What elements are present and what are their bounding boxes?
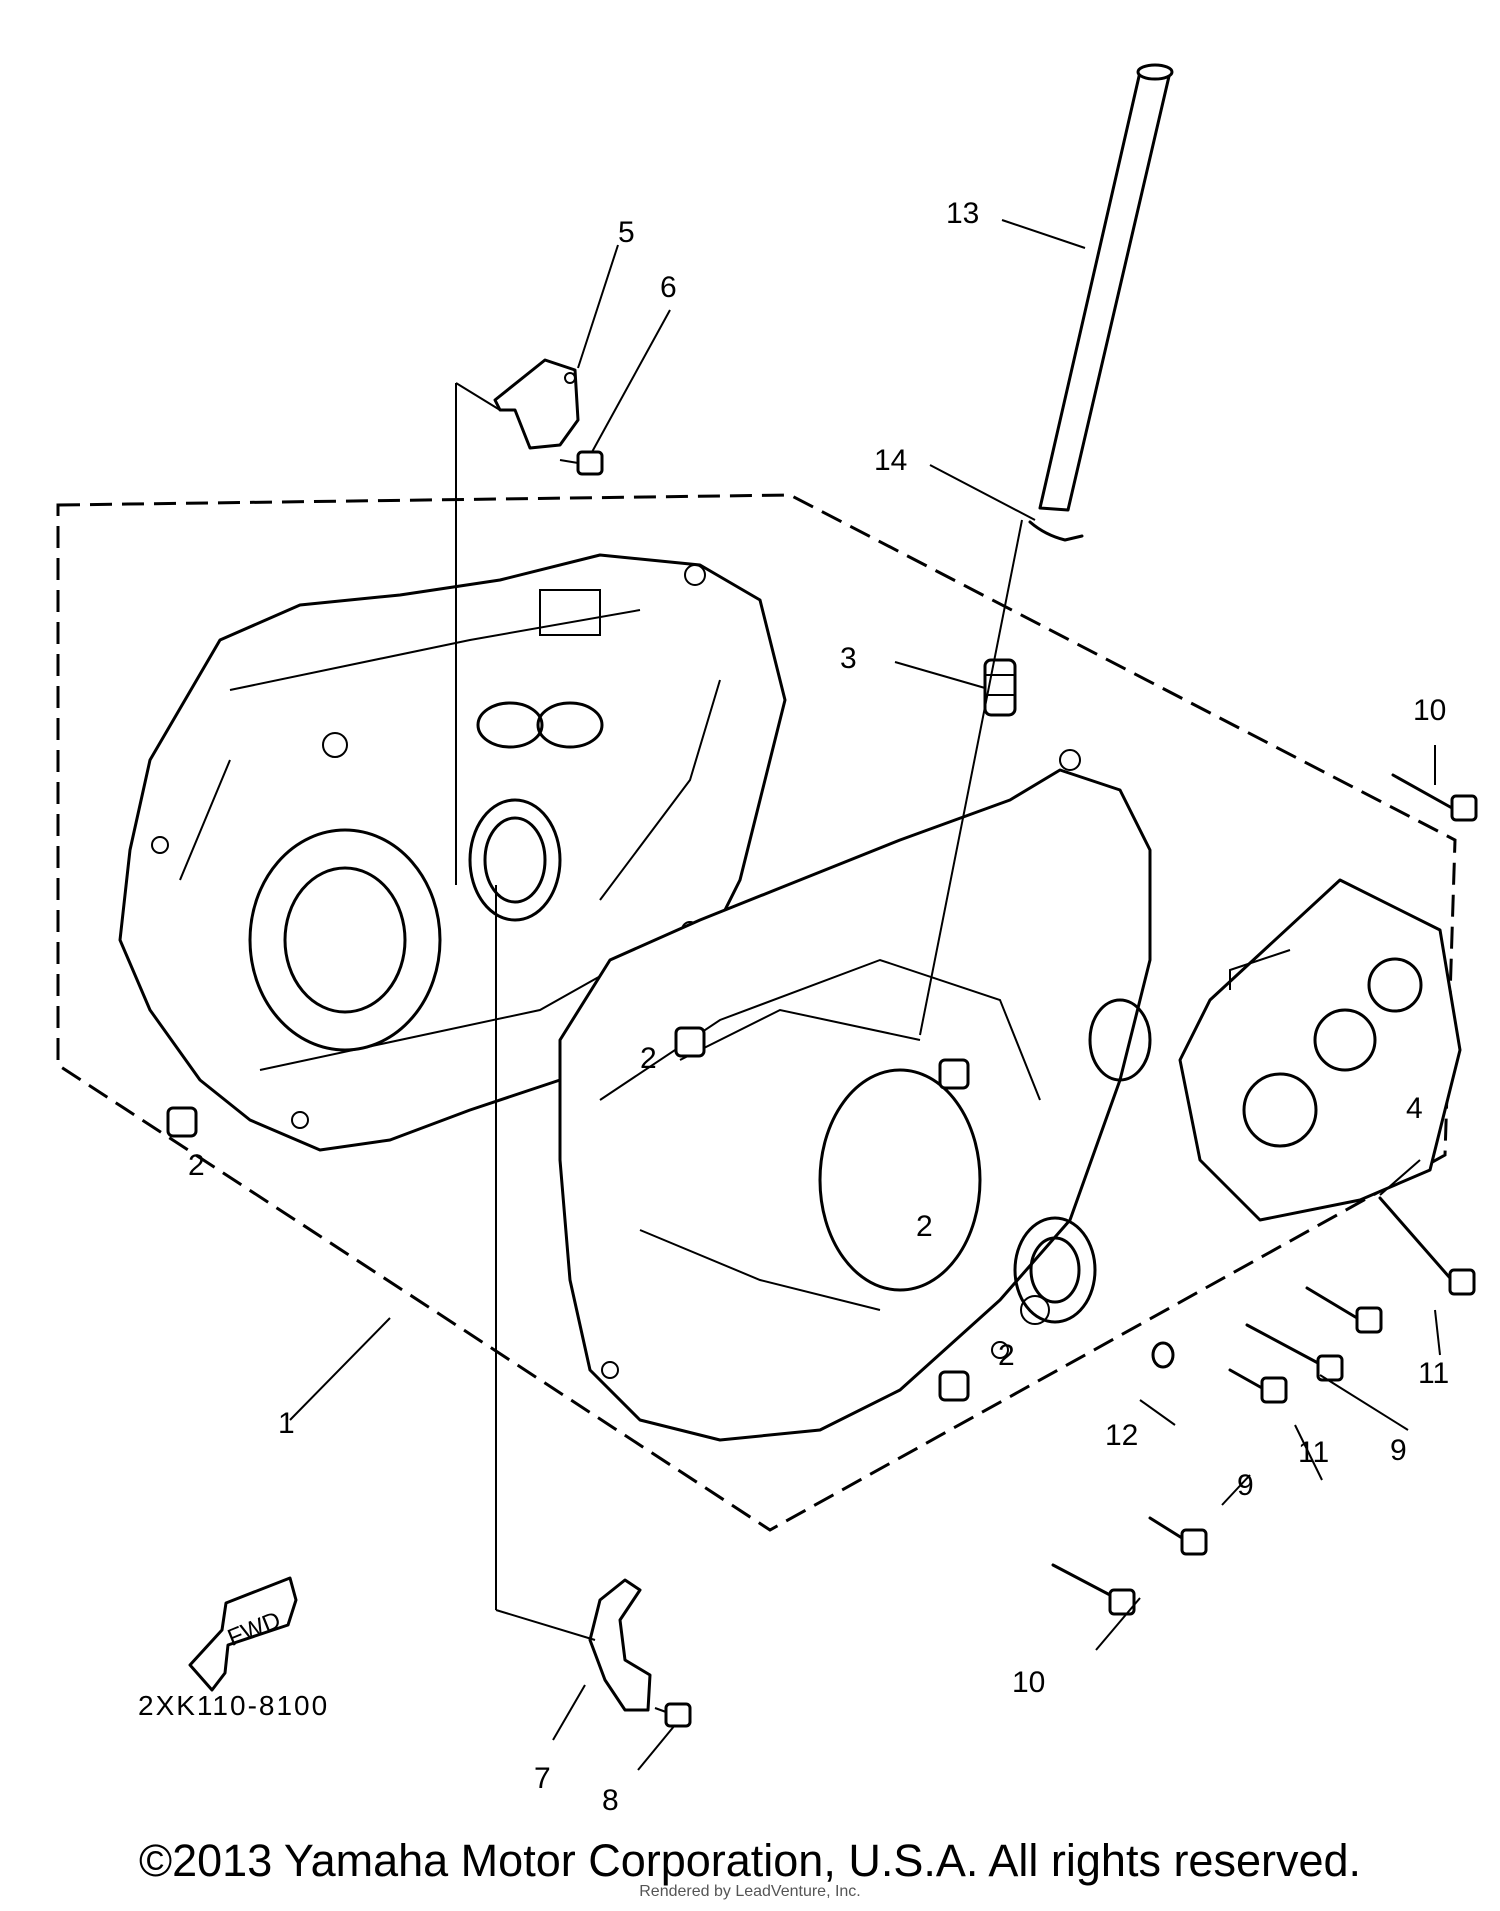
leader-lines <box>289 219 1441 1771</box>
clip <box>1028 520 1084 542</box>
crankcase-cover <box>1178 878 1462 1222</box>
assembly-boundary <box>56 493 1457 1532</box>
callout-10: 10 <box>1012 1666 1045 1699</box>
callout-10: 10 <box>1413 694 1446 727</box>
callout-11: 11 <box>1298 1436 1329 1469</box>
washer <box>1151 1341 1175 1369</box>
copyright-notice: ©2013 Yamaha Motor Corporation, U.S.A. A… <box>138 1835 1362 1886</box>
callout-3: 3 <box>840 642 857 675</box>
callout-5: 5 <box>618 216 635 249</box>
dowel-pins <box>166 1026 970 1402</box>
callout-2: 2 <box>916 1210 933 1243</box>
bolts <box>1051 773 1478 1616</box>
callout-labels: 1 2 2 2 2 3 4 5 6 7 8 9 9 10 10 11 11 12… <box>188 197 1449 1817</box>
forward-direction-arrow: FWD <box>188 1576 298 1692</box>
callout-1: 1 <box>278 1407 295 1440</box>
screw-lower <box>654 1702 692 1728</box>
callout-7: 7 <box>534 1762 551 1795</box>
callout-2: 2 <box>998 1339 1015 1372</box>
callout-6: 6 <box>660 271 677 304</box>
callout-2: 2 <box>188 1149 205 1182</box>
oil-pipe <box>1038 63 1174 512</box>
retainer-plate-upper <box>493 358 580 450</box>
retainer-plate-lower <box>588 1578 652 1712</box>
callout-4: 4 <box>1406 1092 1423 1125</box>
crankcase-right-half <box>558 749 1152 1442</box>
callout-8: 8 <box>602 1784 619 1817</box>
screw-upper <box>559 450 604 476</box>
callout-9: 9 <box>1390 1434 1407 1467</box>
callout-9: 9 <box>1237 1469 1254 1502</box>
callout-14: 14 <box>874 444 907 477</box>
part-code: 2XK110-8100 <box>138 1690 329 1721</box>
callout-2: 2 <box>640 1042 657 1075</box>
render-credit: Rendered by LeadVenture, Inc. <box>639 1883 861 1900</box>
callout-13: 13 <box>946 197 979 230</box>
callout-11: 11 <box>1418 1357 1449 1390</box>
callout-12: 12 <box>1105 1419 1138 1452</box>
